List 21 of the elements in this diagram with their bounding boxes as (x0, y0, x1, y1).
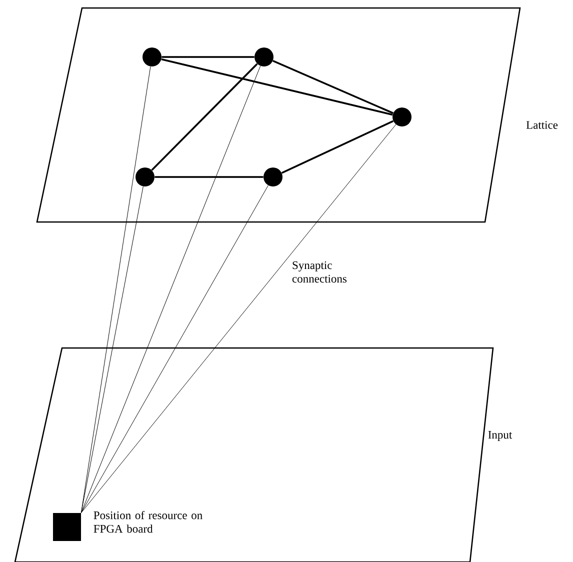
connection-line (281, 120, 394, 174)
connection-line (80, 186, 144, 514)
neuron-dot (136, 168, 154, 186)
node-label: Lattice (526, 121, 558, 129)
resource-caption: Position of resource on FPGA board (94, 511, 202, 533)
annotation: Synaptic connections (292, 261, 347, 283)
connection-line (151, 63, 258, 171)
resource-square (53, 512, 81, 541)
connection-line (80, 185, 268, 514)
neuron-dot (264, 168, 282, 186)
connection-line (161, 58, 393, 116)
connection-line (80, 124, 396, 514)
connection-line (80, 66, 151, 514)
neuron-dot (392, 108, 412, 126)
plane: Lattice (36, 7, 558, 223)
connection-line (162, 56, 254, 58)
connection-line (272, 60, 394, 114)
connection-line (80, 66, 261, 514)
neuron-dot (254, 48, 274, 66)
neuron-dot (142, 48, 162, 66)
connection-line (154, 176, 264, 178)
